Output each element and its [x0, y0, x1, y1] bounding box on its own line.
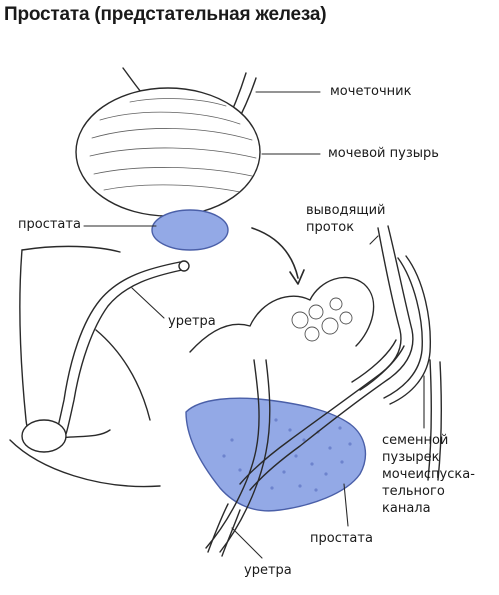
penis-outline: [19, 249, 111, 443]
arrow-zoom: [251, 227, 299, 279]
bladder-base-contour: [189, 276, 375, 353]
label-bladder-text: мочевой пузырь: [328, 146, 439, 161]
prostate-overview-shape: [151, 209, 229, 251]
leader-prostate-bottom: [343, 483, 349, 527]
label-duct: выводящий проток: [306, 202, 386, 236]
leader-urethra-bottom: [231, 527, 263, 559]
urethra-detail: [205, 359, 260, 549]
prostate-detail-shape: [185, 397, 367, 512]
urethra-tube: [55, 261, 181, 435]
prostate-detail: [185, 225, 442, 557]
label-bladder: мочевой пузырь: [328, 145, 439, 162]
leader-lines: [83, 91, 425, 559]
label-urethra-bottom-text: уретра: [244, 563, 292, 578]
label-prostate-bottom-text: простата: [310, 531, 373, 546]
label-prostate-top-text: простата: [18, 217, 81, 232]
leader-urethra-top: [131, 287, 165, 319]
male-urinary-overview: [9, 67, 261, 488]
label-channel-line1: мочеиспуска-: [382, 467, 475, 482]
label-ureter: мочеточник: [330, 83, 411, 100]
label-urethra-top-text: уретра: [168, 314, 216, 329]
label-duct-line2: проток: [306, 220, 355, 235]
label-channel-line2: тельного: [382, 484, 445, 499]
label-prostate-top: простата: [18, 216, 81, 233]
bladder-shape: [75, 87, 261, 217]
page-title: Простата (предстательная железа): [4, 4, 327, 25]
label-urethra-top: уретра: [168, 313, 216, 330]
label-urethra-bottom: уретра: [244, 562, 292, 579]
label-channel-line3: канала: [382, 501, 431, 516]
leader-duct: [369, 235, 379, 245]
label-prostate-bottom: простата: [310, 530, 373, 547]
bladder-shading: [89, 98, 257, 193]
label-duct-line1: выводящий: [306, 203, 386, 218]
seminal-vesicle: [383, 257, 423, 399]
label-vesicle-line2: пузырек: [382, 450, 440, 465]
label-ureter-text: мочеточник: [330, 84, 412, 99]
label-vesicle-line1: семенной: [382, 433, 449, 448]
label-vesicle-channel: семенной пузырек мочеиспуска- тельного к…: [382, 432, 475, 517]
